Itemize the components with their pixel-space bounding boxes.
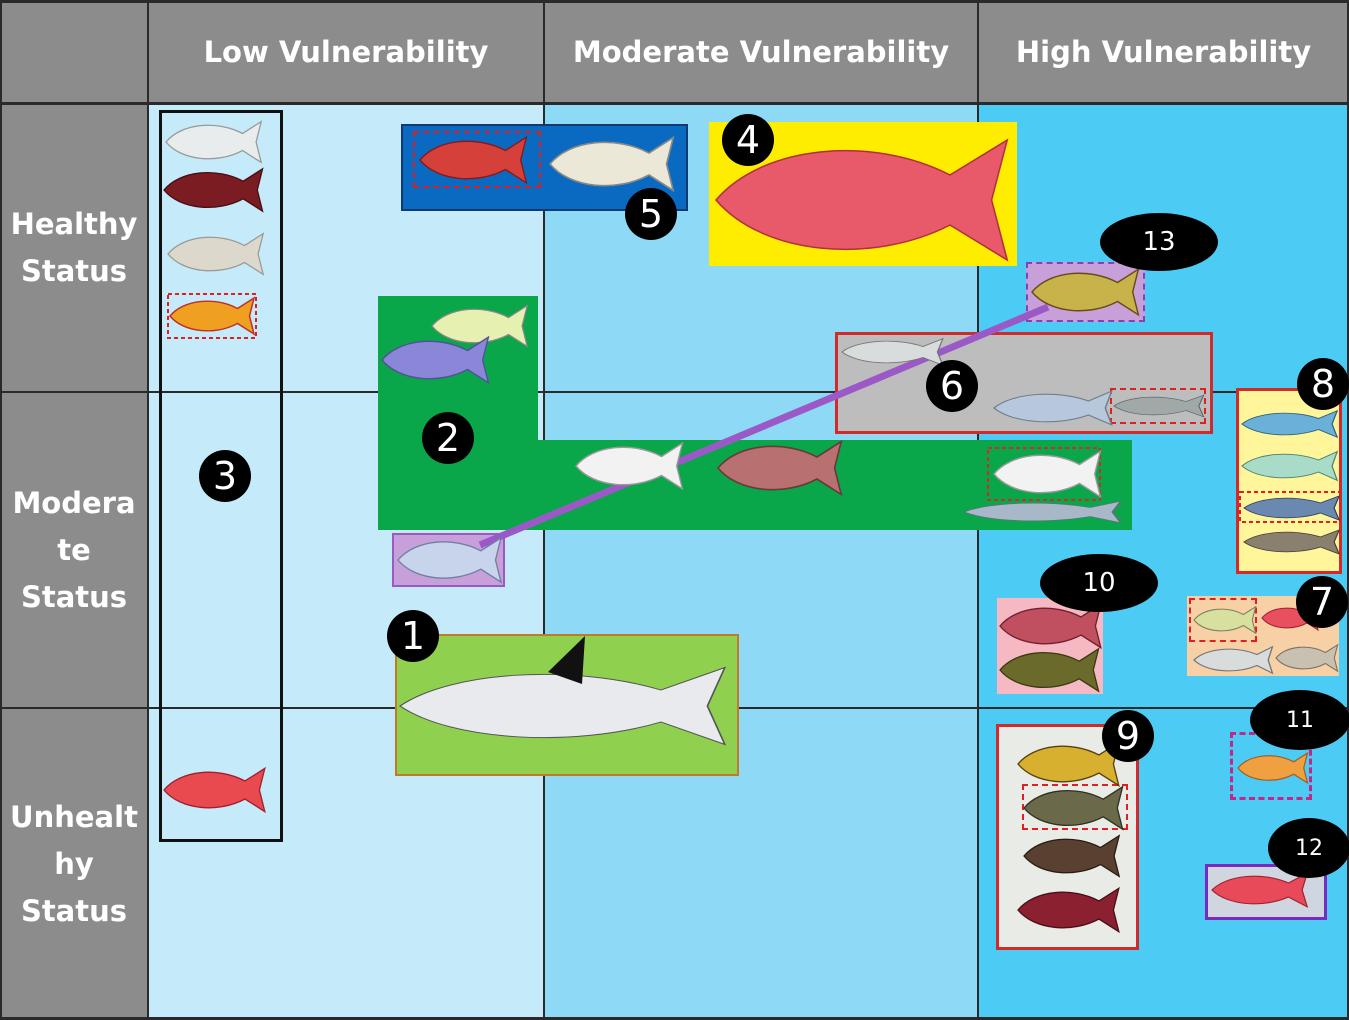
fish-white-grunt [575,442,684,490]
fish-red-snapper [163,767,266,813]
corner-cell [0,0,148,104]
fish-frame [167,293,257,339]
group-badge-8: 8 [1297,358,1349,410]
group-6-inner-box [1110,388,1206,424]
fish-jack [549,136,675,192]
fish-barracuda [962,500,1122,524]
row-header-unhealthy: Unhealt hy Status [0,708,148,1020]
group-badge-2: 2 [422,412,474,464]
fish-dark-snapper [163,168,264,212]
fish-orange-grouper [1237,752,1309,784]
fish-silver-fish [841,338,944,366]
group-badge-3: 3 [199,450,251,502]
group-badge-13: 13 [1100,213,1218,271]
connector-line [478,303,1050,549]
fish-frame [987,447,1101,501]
fish-yellowtail-grunt [431,304,528,348]
row-header-healthy: Healthy Status [0,104,148,392]
grid-line [0,0,1349,3]
fish-white-porgy [165,120,262,164]
grid-line [147,0,149,1020]
grid-line [0,391,1349,393]
fish-mullet [1113,394,1205,418]
fish-jewfish [1023,786,1124,830]
group-3-box [159,110,283,842]
col-header-moderate: Moderate Vulnerability [544,0,978,104]
fish-red-grouper [1017,887,1120,933]
fish-frame [1239,491,1341,523]
group-badge-7: 7 [1296,576,1348,628]
group-5-inner-box [413,131,541,188]
fish-yellow-grouper [1017,741,1120,787]
group-badge-1: 1 [387,610,439,662]
fish-mackerel [1241,410,1338,438]
fish-yellow-grunt [1193,606,1257,634]
fish-white-margate [993,450,1102,498]
fish-olive-grouper [999,648,1100,692]
fish-jack-yellow [1241,450,1338,482]
group-9-inner-box [1022,784,1128,830]
group-badge-5: 5 [625,188,677,240]
fish-cobia [1243,529,1340,555]
group-7-inner-box [1189,598,1257,642]
col-header-high: High Vulnerability [978,0,1349,104]
fish-jack-blue [1243,495,1340,521]
grid-line [1347,0,1349,1020]
fish-grey-snapper [1275,644,1339,672]
fish-banded-grouper [1023,834,1120,878]
group-badge-10: 10 [1040,554,1158,612]
fish-blue-parrot [381,336,490,384]
grid-line [0,1017,1349,1020]
group-badge-6: 6 [926,360,978,412]
col-header-low: Low Vulnerability [148,0,544,104]
row-header-moderate: Modera te Status [0,392,148,708]
fish-drum [1193,646,1274,674]
fish-yellow-snapper [169,297,255,335]
grid-line [0,0,2,1020]
group-badge-12: 12 [1268,818,1349,878]
fish-tarpon [398,666,727,746]
fish-mutton-snapper [717,440,843,496]
fish-red-spotted-grouper [1211,872,1308,908]
group-badge-4: 4 [722,114,774,166]
tarpon-dorsal-fin [548,636,585,684]
group-badge-11: 11 [1250,690,1349,750]
fish-red-squirrelfish [419,136,528,184]
fish-bonefish [993,390,1113,426]
group-badge-9: 9 [1102,710,1154,762]
fish-pale-porgy [167,232,264,276]
grid-line [0,102,1349,105]
